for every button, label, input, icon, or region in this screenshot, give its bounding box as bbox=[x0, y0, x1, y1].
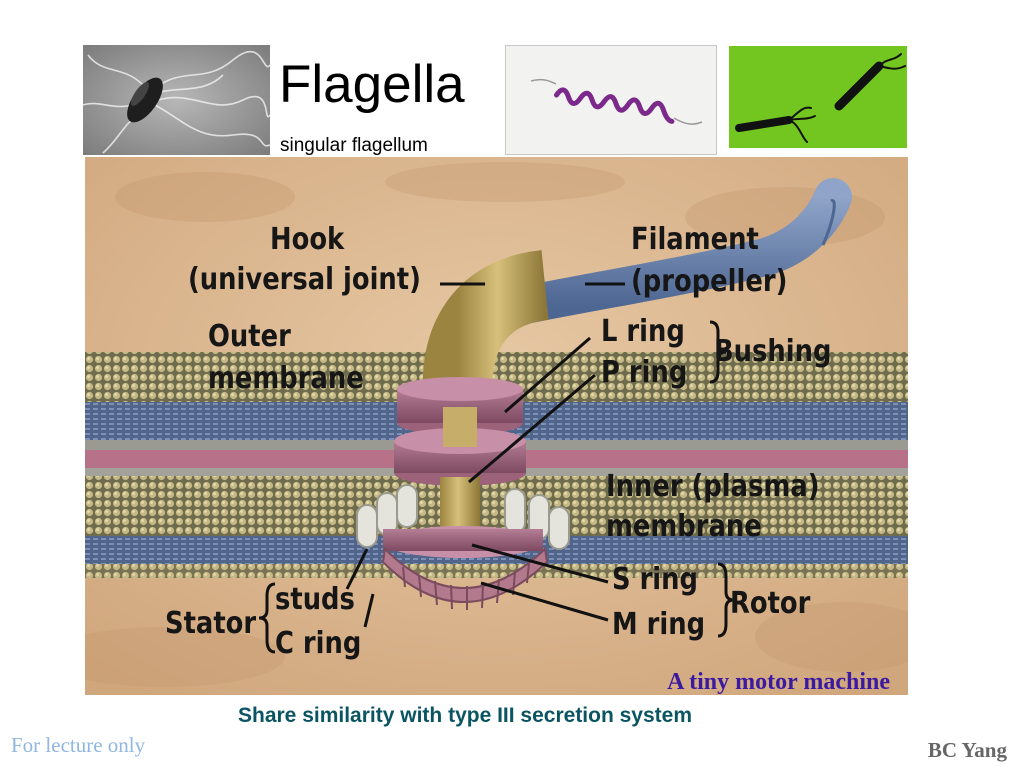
flagellum-motor-diagram: Hook (universal joint) Filament (propell… bbox=[85, 157, 908, 695]
hook-label: Hook bbox=[270, 222, 345, 257]
spirochete-photo bbox=[505, 45, 717, 155]
inner-membrane-label-1: Inner (plasma) bbox=[606, 469, 820, 504]
slide-subtitle: singular flagellum bbox=[280, 135, 428, 156]
m-ring-label: M ring bbox=[612, 607, 706, 642]
l-ring-label: L ring bbox=[601, 314, 685, 349]
author-name: BC Yang bbox=[927, 738, 1007, 762]
filament-label: Filament bbox=[631, 222, 759, 257]
hook-sub-label: (universal joint) bbox=[188, 262, 421, 297]
stator-label: Stator bbox=[165, 606, 257, 641]
inner-membrane-label-2: membrane bbox=[606, 509, 762, 544]
p-ring-label: P ring bbox=[601, 355, 688, 390]
rotor-label: Rotor bbox=[730, 586, 811, 621]
bushing-label: Bushing bbox=[714, 334, 832, 369]
similarity-note: Share similarity with type III secretion… bbox=[238, 704, 693, 727]
green-bacteria-photo bbox=[729, 46, 907, 148]
filament-sub-label: (propeller) bbox=[631, 264, 788, 299]
studs-label: studs bbox=[275, 582, 355, 617]
electron-micrograph-photo bbox=[83, 45, 270, 155]
lecture-only-note: For lecture only bbox=[11, 733, 146, 757]
outer-membrane-label-1: Outer bbox=[208, 319, 291, 354]
slide-title: Flagella bbox=[279, 55, 465, 114]
diagram-caption: A tiny motor machine bbox=[667, 669, 890, 695]
outer-membrane-label-2: membrane bbox=[208, 361, 364, 396]
c-ring-label: C ring bbox=[275, 626, 362, 661]
s-ring-label: S ring bbox=[612, 562, 698, 597]
